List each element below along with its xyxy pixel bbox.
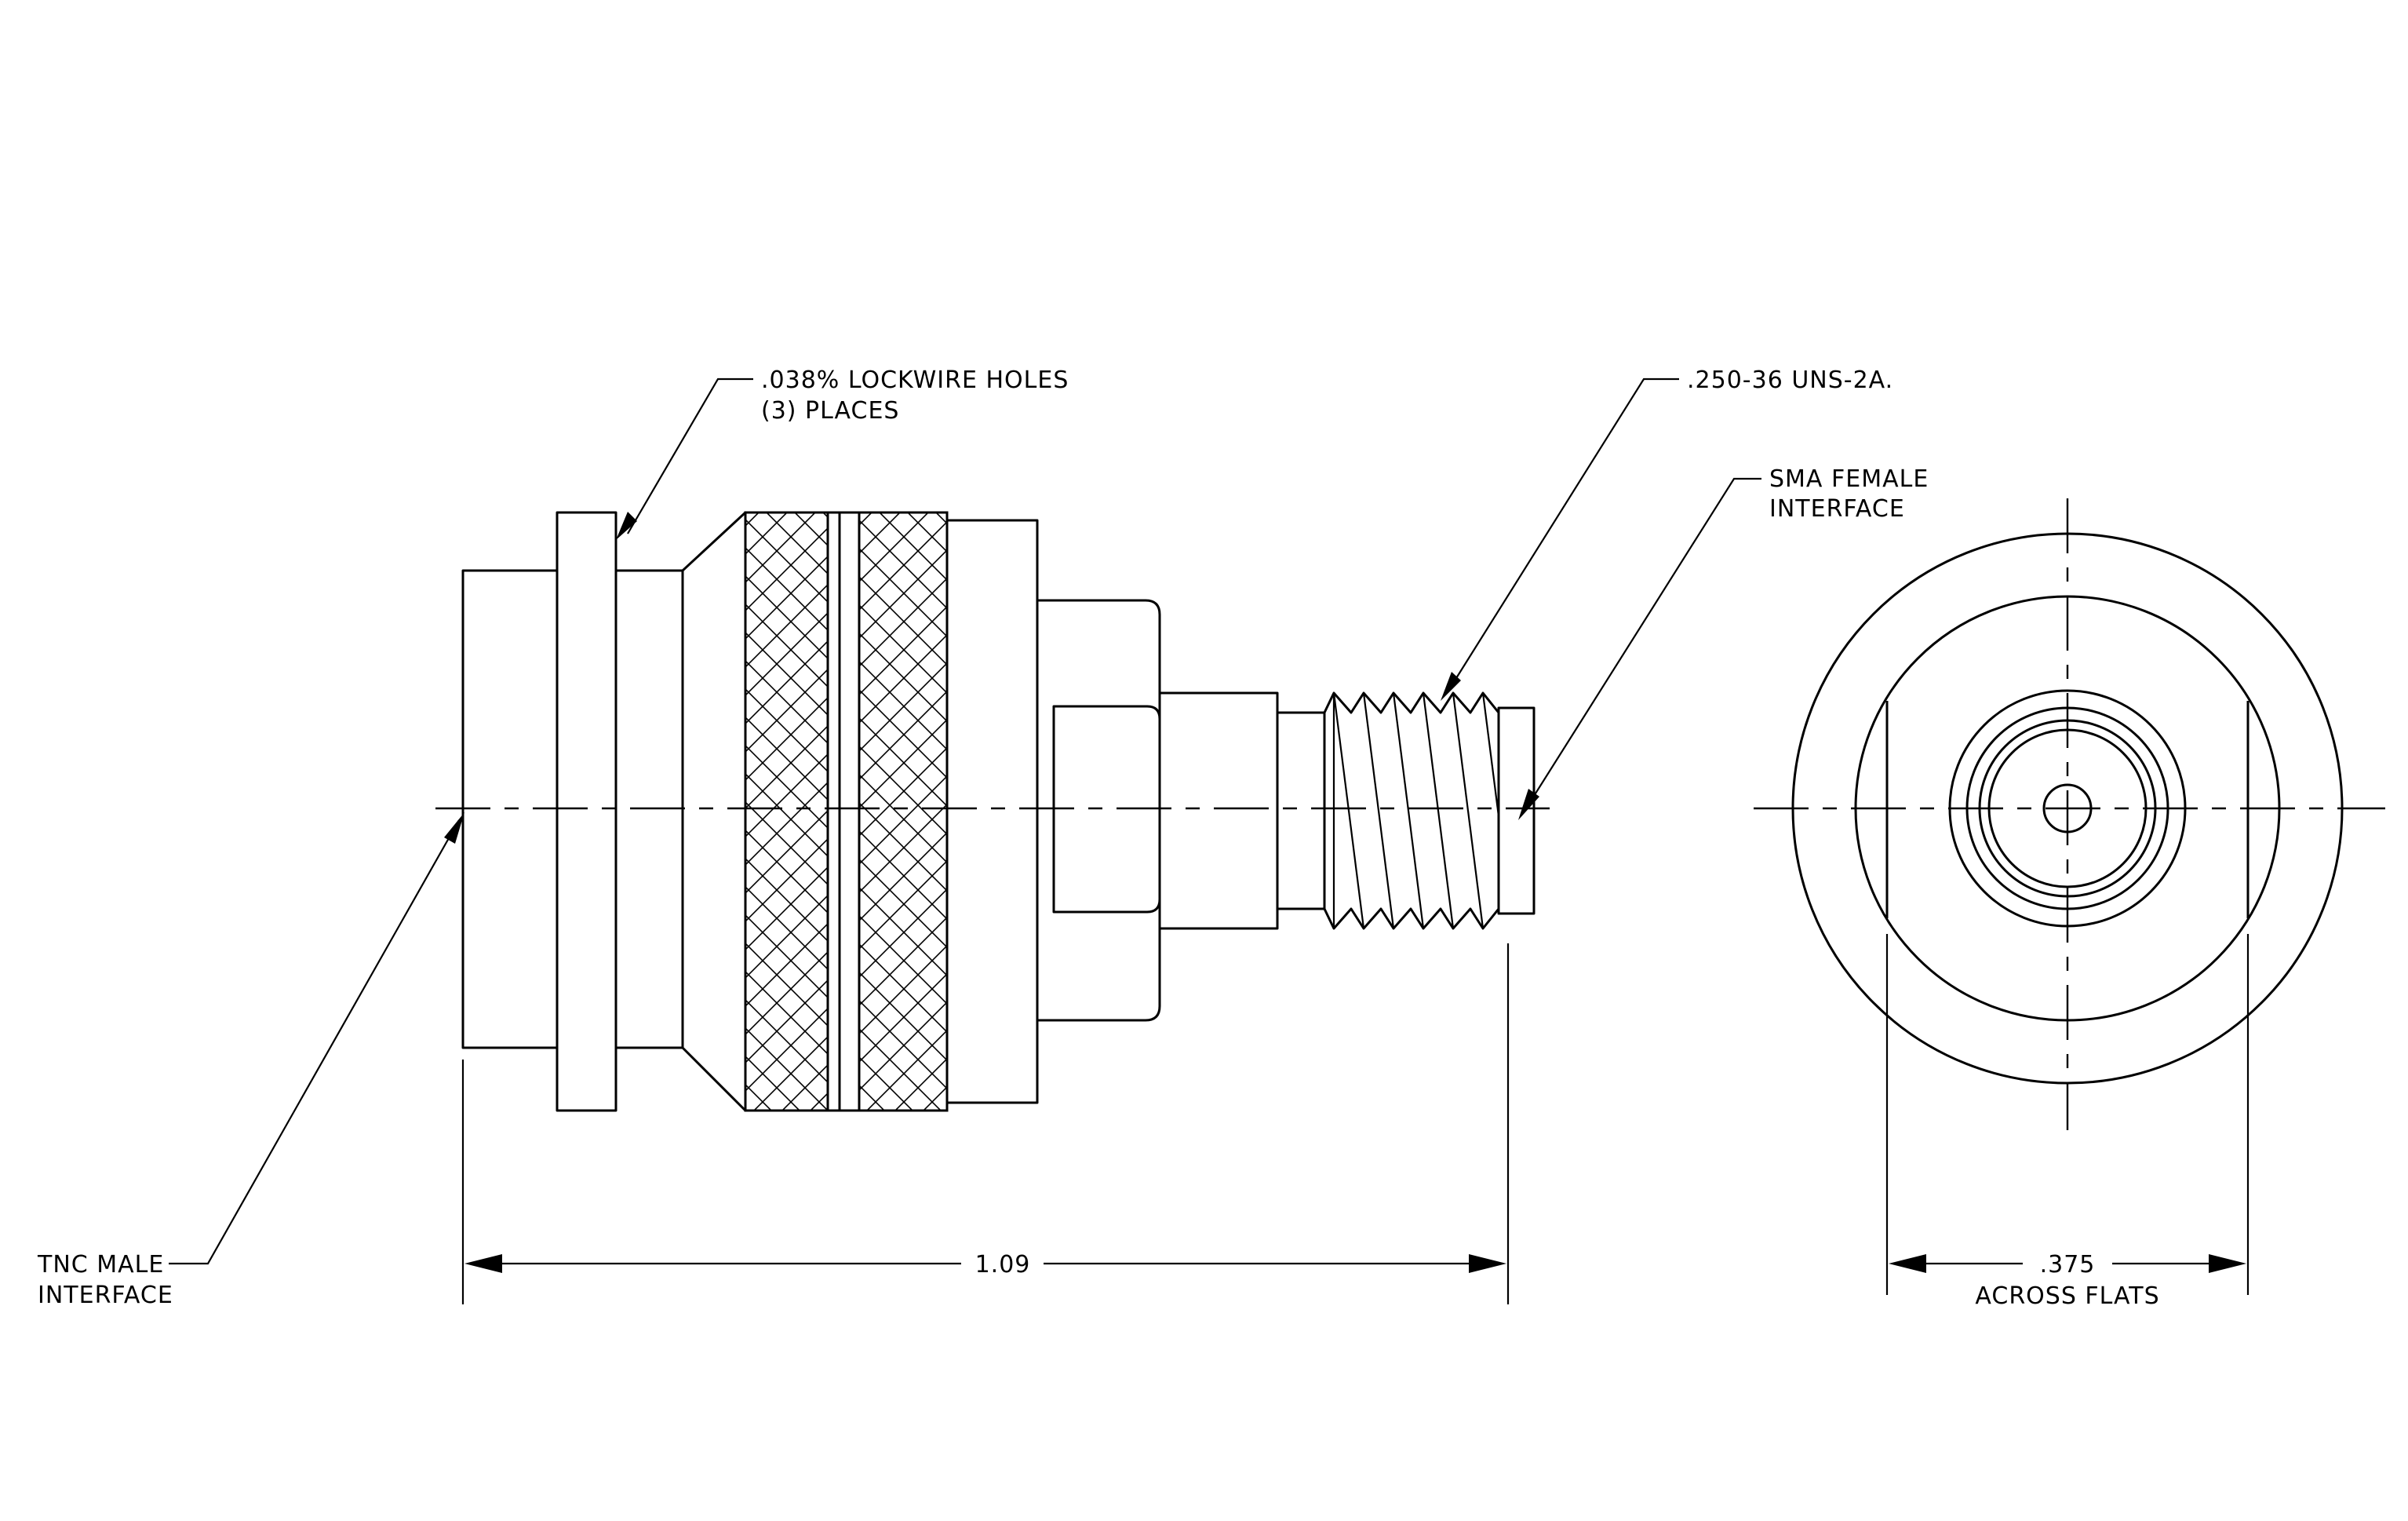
flats-value: .375 — [2040, 1251, 2096, 1278]
tnc-callout-line1: TNC MALE — [37, 1251, 164, 1278]
taper — [681, 511, 747, 1112]
lockwire-callout-line1: .038% LOCKWIRE HOLES — [761, 367, 1069, 394]
threaded-section — [1323, 691, 1500, 930]
knurl-ring-2 — [858, 511, 949, 1112]
step-body — [1158, 691, 1279, 930]
thread-root — [1276, 711, 1326, 910]
tnc-callout-line2: INTERFACE — [38, 1282, 173, 1309]
lockwire-callout-line2: (3) PLACES — [761, 397, 899, 425]
flats-label: ACROSS FLATS — [1975, 1282, 2159, 1310]
coupling-nut — [945, 519, 1039, 1104]
leaders — [169, 378, 1761, 1265]
lockwire-flange — [556, 511, 617, 1112]
knurl-ring-1 — [744, 511, 829, 1112]
ring-gap-2 — [838, 511, 861, 1112]
ring-gap-1 — [826, 511, 841, 1112]
front-view — [1754, 498, 2385, 1130]
sma-face — [1497, 706, 1536, 915]
flats-dimension — [1885, 934, 2250, 1295]
thread-callout: .250-36 UNS-2A. — [1687, 367, 1893, 394]
overall-length-value: 1.09 — [975, 1251, 1031, 1278]
sma-callout-line2: INTERFACE — [1769, 495, 1905, 523]
hex-body — [1036, 599, 1161, 1022]
overall-length-dimension — [461, 943, 1510, 1304]
sma-callout-line1: SMA FEMALE — [1769, 465, 1929, 493]
side-view — [435, 511, 1550, 1112]
